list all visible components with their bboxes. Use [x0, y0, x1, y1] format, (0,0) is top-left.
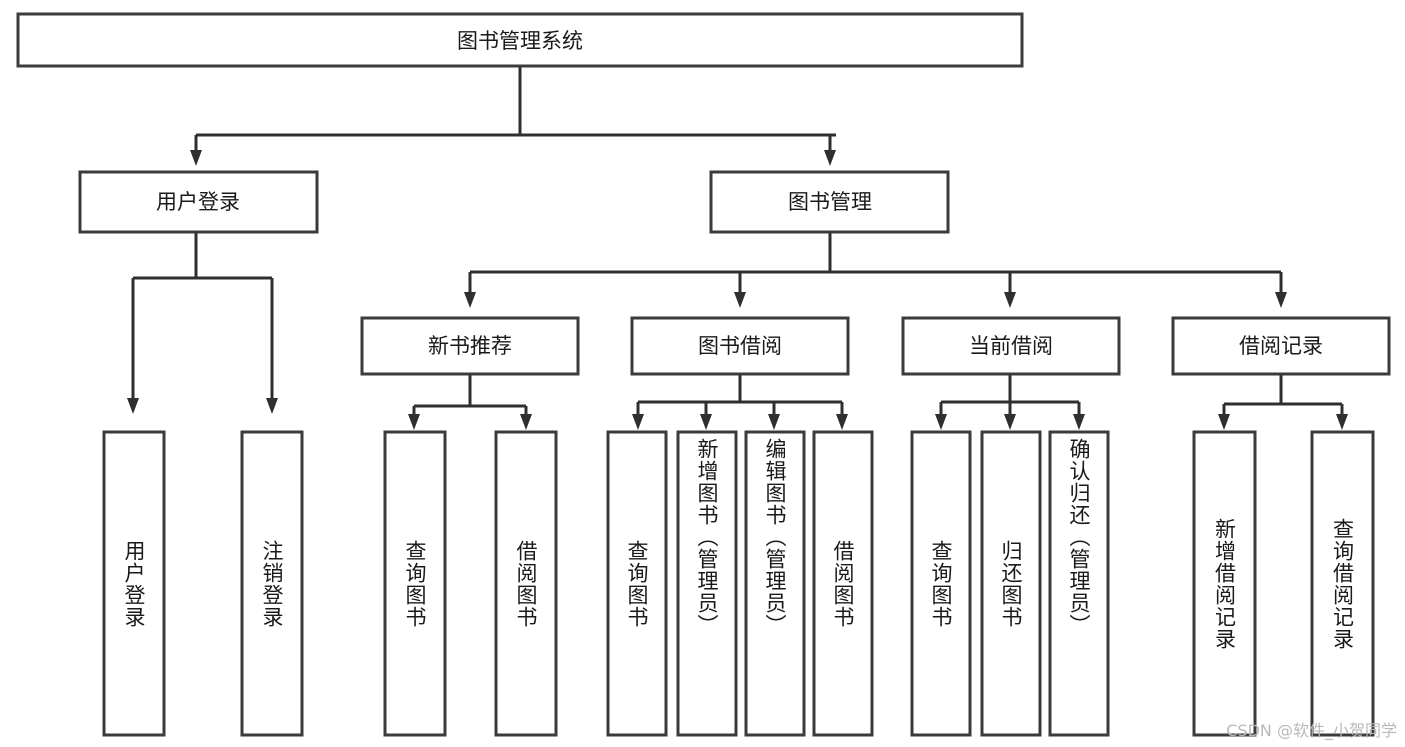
node-leaf-user-login[interactable]: [102, 430, 166, 737]
node-leaf-query-book-3[interactable]: [910, 430, 972, 737]
node-leaf-borrow-book-1[interactable]: [494, 430, 558, 737]
connector-userlogin-to-children: [127, 232, 278, 414]
node-book-borrow[interactable]: 图书借阅: [630, 316, 850, 376]
node-label-borrow-record: 借阅记录: [1239, 334, 1323, 358]
connector-borrow-to-leaves: [632, 374, 848, 430]
node-new-book-recommend[interactable]: 新书推荐: [360, 316, 580, 376]
arrowhead-to-user-login: [190, 150, 202, 166]
node-leaf-logout[interactable]: [240, 430, 304, 737]
node-label-user-login: 用户登录: [156, 190, 240, 214]
node-label-book-borrow: 图书借阅: [698, 334, 782, 358]
node-user-login[interactable]: 用户登录: [78, 170, 319, 234]
node-leaf-add-book-admin[interactable]: [676, 430, 738, 737]
node-label-book-management: 图书管理: [788, 190, 872, 214]
node-book-management[interactable]: 图书管理: [709, 170, 950, 234]
node-leaf-confirm-return-admin[interactable]: [1048, 430, 1110, 737]
node-leaf-add-borrow-record[interactable]: [1192, 430, 1257, 737]
node-borrow-record[interactable]: 借阅记录: [1171, 316, 1391, 376]
node-leaf-edit-book-admin[interactable]: [744, 430, 806, 737]
node-leaf-borrow-book-2[interactable]: [812, 430, 874, 737]
connector-root-to-level2: [190, 66, 836, 166]
connector-bookmgmt-to-children: [464, 232, 1287, 308]
node-leaf-query-borrow-record[interactable]: [1310, 430, 1375, 737]
arrowhead-to-book-mgmt: [824, 150, 836, 166]
connector-record-to-leaves: [1218, 374, 1348, 430]
node-leaf-query-book-1[interactable]: [383, 430, 447, 737]
node-current-borrow[interactable]: 当前借阅: [901, 316, 1121, 376]
node-label-new-book-recommend: 新书推荐: [428, 334, 512, 358]
watermark-text: CSDN @软件_小贺同学: [1226, 721, 1397, 740]
node-book-management-system[interactable]: 图书管理系统: [16, 12, 1024, 68]
node-label-root: 图书管理系统: [457, 29, 583, 53]
connector-current-to-leaves: [935, 374, 1085, 430]
connector-newbook-to-leaves: [408, 374, 532, 430]
node-label-current-borrow: 当前借阅: [969, 334, 1053, 358]
node-leaf-return-book[interactable]: [980, 430, 1042, 737]
node-leaf-query-book-2[interactable]: [606, 430, 668, 737]
